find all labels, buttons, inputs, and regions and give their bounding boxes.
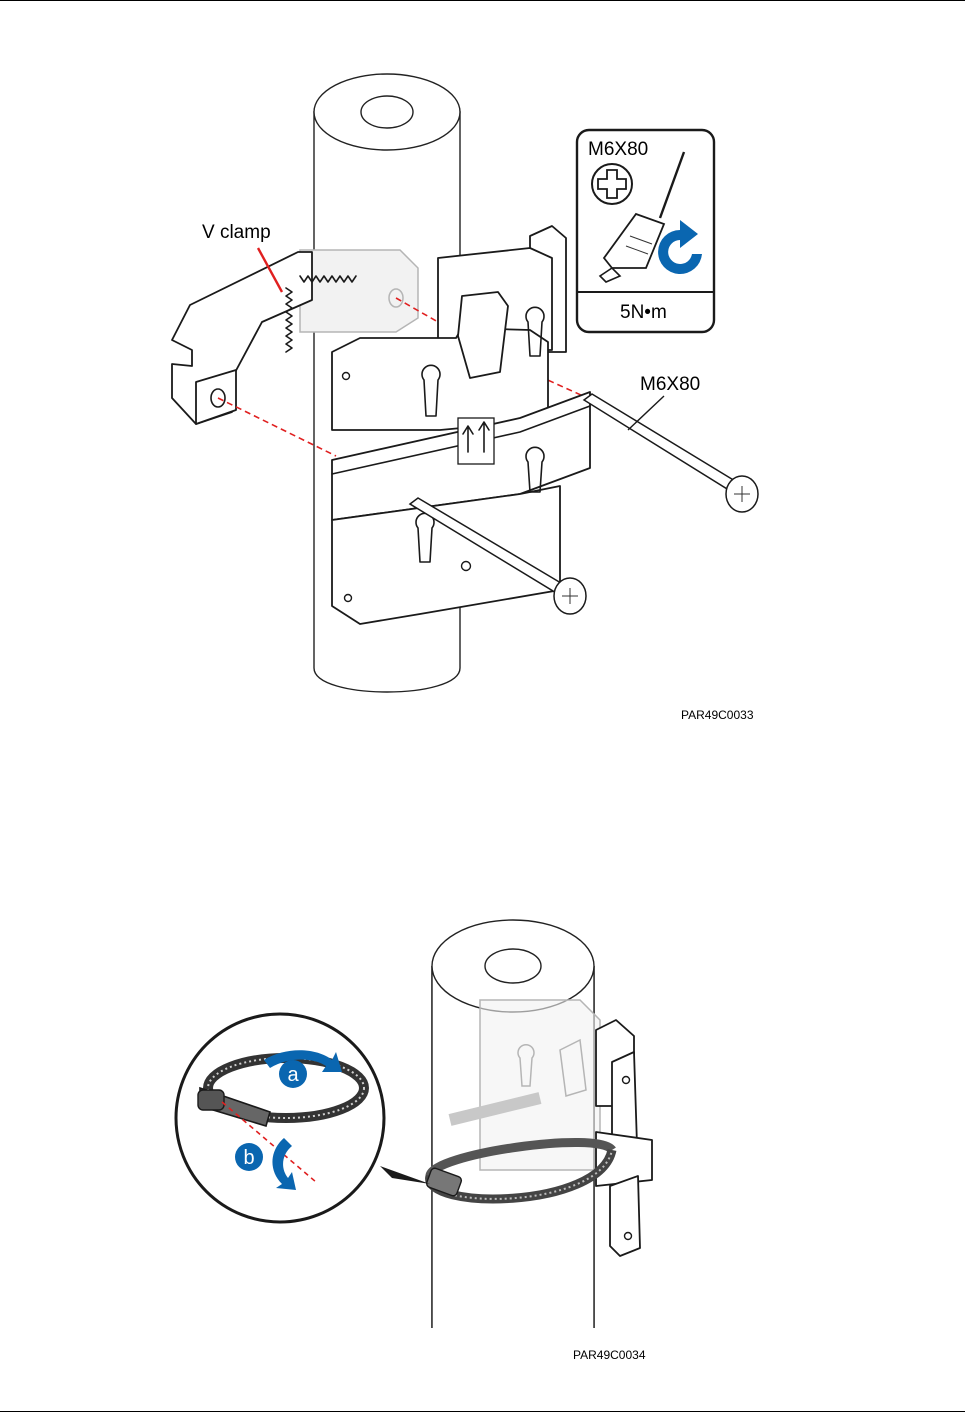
svg-text:b: b (243, 1147, 254, 1169)
phillips-head-icon (592, 164, 632, 204)
svg-text:a: a (287, 1064, 299, 1086)
figure2-id: PAR49C0034 (573, 1348, 646, 1362)
detail-magnifier: a b (176, 1014, 430, 1222)
figure1-id: PAR49C0033 (681, 708, 754, 722)
figure-hose-clamp: a b PAR49C0034 (0, 740, 965, 1380)
step-a-badge: a (279, 1060, 307, 1088)
tool-torque: 5N•m (620, 302, 667, 323)
mounting-bracket (596, 1020, 652, 1256)
bolt-upper (584, 394, 758, 512)
callout-v-clamp: V clamp (202, 222, 271, 243)
step-b-badge: b (235, 1143, 263, 1171)
footer-rule (0, 1411, 965, 1412)
callout-bolt-leader (628, 396, 664, 430)
v-clamp-far-side (300, 250, 418, 332)
tool-screw-spec: M6X80 (588, 139, 648, 160)
figure-bracket-assembly: V clamp M6X80 M6X80 5N•m PAR49C0033 (0, 0, 965, 740)
callout-bolt: M6X80 (640, 374, 700, 395)
tool-instruction-box: M6X80 5N•m (577, 130, 714, 332)
